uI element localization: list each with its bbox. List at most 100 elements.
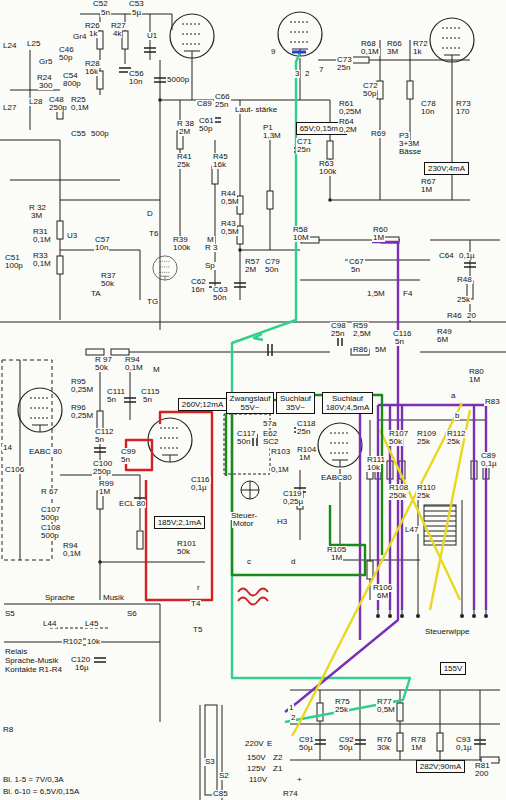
- component-label: 25n: [214, 101, 229, 109]
- component-label: C93: [455, 736, 472, 744]
- component-label: R33: [32, 252, 49, 260]
- component-label: R95: [70, 378, 87, 386]
- component-label: 50k: [388, 438, 403, 446]
- component-label: 50p: [198, 125, 213, 133]
- component-label: 16k: [84, 68, 99, 76]
- component-label: 25n: [296, 428, 311, 436]
- voltage-text: 55V~: [229, 403, 271, 412]
- component-label: F4: [402, 290, 413, 298]
- component-label: C107: [40, 506, 61, 514]
- component-label: R57: [244, 258, 261, 266]
- component-label: 3M: [386, 48, 399, 56]
- component-label: R78: [410, 736, 427, 744]
- component-label: R80: [468, 368, 485, 376]
- voltage-text: Suchlauf: [279, 394, 312, 403]
- component-label: C85: [212, 790, 229, 798]
- component-label: Relais: [4, 648, 28, 656]
- voltage-text: 260V;12mA: [181, 400, 224, 409]
- component-label: C108: [40, 524, 61, 532]
- component-label: 0,1µ: [455, 744, 473, 752]
- component-label: Bl. 6-10 = 6,5V/0,15A: [2, 788, 80, 796]
- component-label: C116: [190, 476, 211, 484]
- component-label: Z1: [272, 765, 283, 773]
- component-label: 50k: [176, 548, 191, 556]
- component-label: R27: [110, 22, 127, 30]
- component-label: Musik: [102, 594, 125, 602]
- component-label: 170: [455, 108, 470, 116]
- component-label: 1k: [88, 30, 98, 38]
- component-label: P3: [398, 132, 410, 140]
- component-label: 25k: [416, 492, 431, 500]
- voltage-text: 35V~: [279, 403, 312, 412]
- component-label: C79: [264, 258, 281, 266]
- component-label: 500p: [40, 532, 60, 540]
- component-label: TG: [146, 298, 159, 306]
- component-label: T4: [190, 600, 201, 608]
- component-label: 14: [2, 444, 13, 452]
- component-label: S2: [218, 772, 230, 780]
- component-label: S3: [204, 758, 216, 766]
- component-label: 0,1µ: [190, 484, 208, 492]
- component-label: C66: [214, 93, 231, 101]
- component-label: R108: [388, 484, 409, 492]
- component-label: C116: [392, 330, 413, 338]
- component-label: C72: [362, 82, 379, 90]
- component-label: R49: [436, 328, 453, 336]
- component-label: C46: [58, 46, 75, 54]
- component-label: 220V: [244, 740, 265, 748]
- component-label: C99: [120, 448, 137, 456]
- component-label: R28: [84, 60, 101, 68]
- component-label: 0,25M: [70, 386, 94, 394]
- component-symbols: [18, 12, 499, 763]
- component-label: 10n: [94, 244, 109, 252]
- component-label: 50n: [212, 294, 227, 302]
- component-label: 25k: [176, 161, 191, 169]
- component-label: C100: [92, 460, 113, 468]
- component-label: 0,25M: [338, 108, 362, 116]
- component-label: C106: [4, 466, 25, 474]
- component-label: 7: [318, 66, 324, 74]
- component-label: 16n: [190, 286, 205, 294]
- component-label: Bl. 1-5 = 7V/0,3A: [2, 776, 65, 784]
- component-label: 5n: [394, 338, 405, 346]
- component-label: R94: [124, 356, 141, 364]
- component-label: R46: [446, 312, 463, 320]
- component-label: C71: [296, 138, 313, 146]
- component-label: R25: [70, 96, 87, 104]
- component-label: 500p: [90, 130, 110, 138]
- component-label: a: [450, 392, 456, 400]
- component-label: 10k: [86, 638, 101, 646]
- component-label: R72: [412, 40, 429, 48]
- component-label: S6: [126, 610, 138, 618]
- component-label: 16k: [212, 161, 227, 169]
- component-label: C73: [336, 56, 353, 64]
- component-label: R105: [326, 546, 347, 554]
- component-label: 25n: [336, 64, 351, 72]
- component-label: R69: [370, 130, 387, 138]
- component-label: 0,2M: [338, 126, 358, 134]
- component-label: C62: [190, 278, 207, 286]
- component-label: R41: [176, 153, 193, 161]
- component-label: 25k: [334, 706, 349, 714]
- component-label: 100k: [172, 244, 191, 252]
- component-label: 150V: [246, 754, 267, 762]
- component-label: 50µ: [298, 744, 314, 752]
- component-label: 1k: [412, 48, 422, 56]
- colored-traces: [126, 52, 486, 736]
- component-label: R61: [338, 100, 355, 108]
- voltage-text: Suchlauf: [325, 394, 370, 403]
- voltage-box: 155V: [440, 662, 466, 675]
- component-label: C64: [438, 252, 455, 260]
- component-label: C89: [480, 452, 497, 460]
- component-label: L47: [404, 526, 419, 534]
- component-label: U1: [146, 32, 158, 40]
- component-label: 50µ: [338, 744, 354, 752]
- component-label: 4k: [112, 30, 122, 38]
- component-label: 25k: [456, 296, 471, 304]
- component-label: C52: [92, 0, 109, 8]
- component-label: SC2: [262, 438, 280, 446]
- component-label: R74: [282, 790, 299, 798]
- component-label: 3: [294, 70, 300, 78]
- component-label: Gr5: [38, 58, 53, 66]
- component-label: L24: [2, 42, 17, 50]
